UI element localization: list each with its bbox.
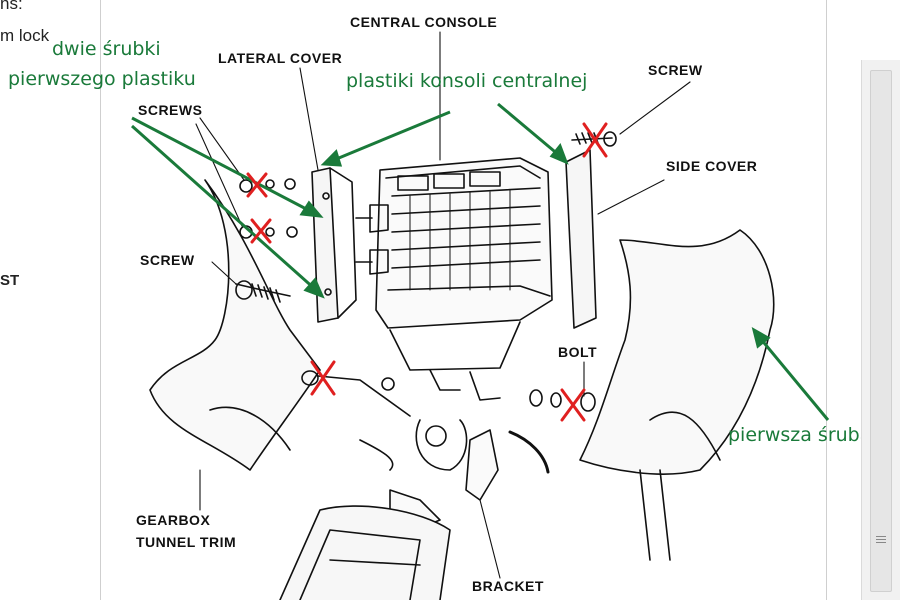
scrollbar-thumb[interactable] <box>870 70 892 592</box>
label-tunnel-trim: TUNNEL TRIM <box>136 534 237 550</box>
right-trim-drawing <box>579 229 775 561</box>
annotation-console-plastics: plastiki konsoli centralnej <box>346 70 588 92</box>
leader-lines <box>195 31 691 579</box>
label-gearbox: GEARBOX <box>136 512 211 528</box>
label-central-console: CENTRAL CONSOLE <box>350 14 498 30</box>
label-bolt: BOLT <box>558 344 598 360</box>
annotation-first-screw: pierwsza śruba <box>728 424 872 446</box>
label-screw-left: SCREW <box>140 252 195 268</box>
annotation-arrows <box>131 102 830 421</box>
label-screw-right: SCREW <box>648 62 703 78</box>
annotation-two-screws-line2: pierwszego plastiku <box>8 68 196 90</box>
left-trim-drawing <box>149 179 321 471</box>
gutter-text-1: ns: <box>0 0 23 13</box>
scrollbar-grip-icon <box>876 534 886 546</box>
column-divider-left <box>100 0 101 600</box>
vertical-scrollbar[interactable] <box>861 60 900 600</box>
gutter-text-2: m lock <box>0 26 50 45</box>
side-cover-drawing <box>565 149 597 329</box>
gearbox-tunnel-drawing <box>279 505 451 600</box>
label-lateral-cover: LATERAL COVER <box>218 50 343 66</box>
label-side-cover: SIDE COVER <box>666 158 758 174</box>
label-bracket: BRACKET <box>472 578 544 594</box>
annotation-two-screws-line1: dwie śrubki <box>52 38 161 60</box>
red-x-marks <box>246 122 608 422</box>
column-divider-right <box>826 0 827 600</box>
lateral-cover-drawing <box>311 167 357 323</box>
label-screws: SCREWS <box>138 102 203 118</box>
central-console-drawing <box>355 157 553 401</box>
gutter-text-3: ST <box>0 272 20 289</box>
